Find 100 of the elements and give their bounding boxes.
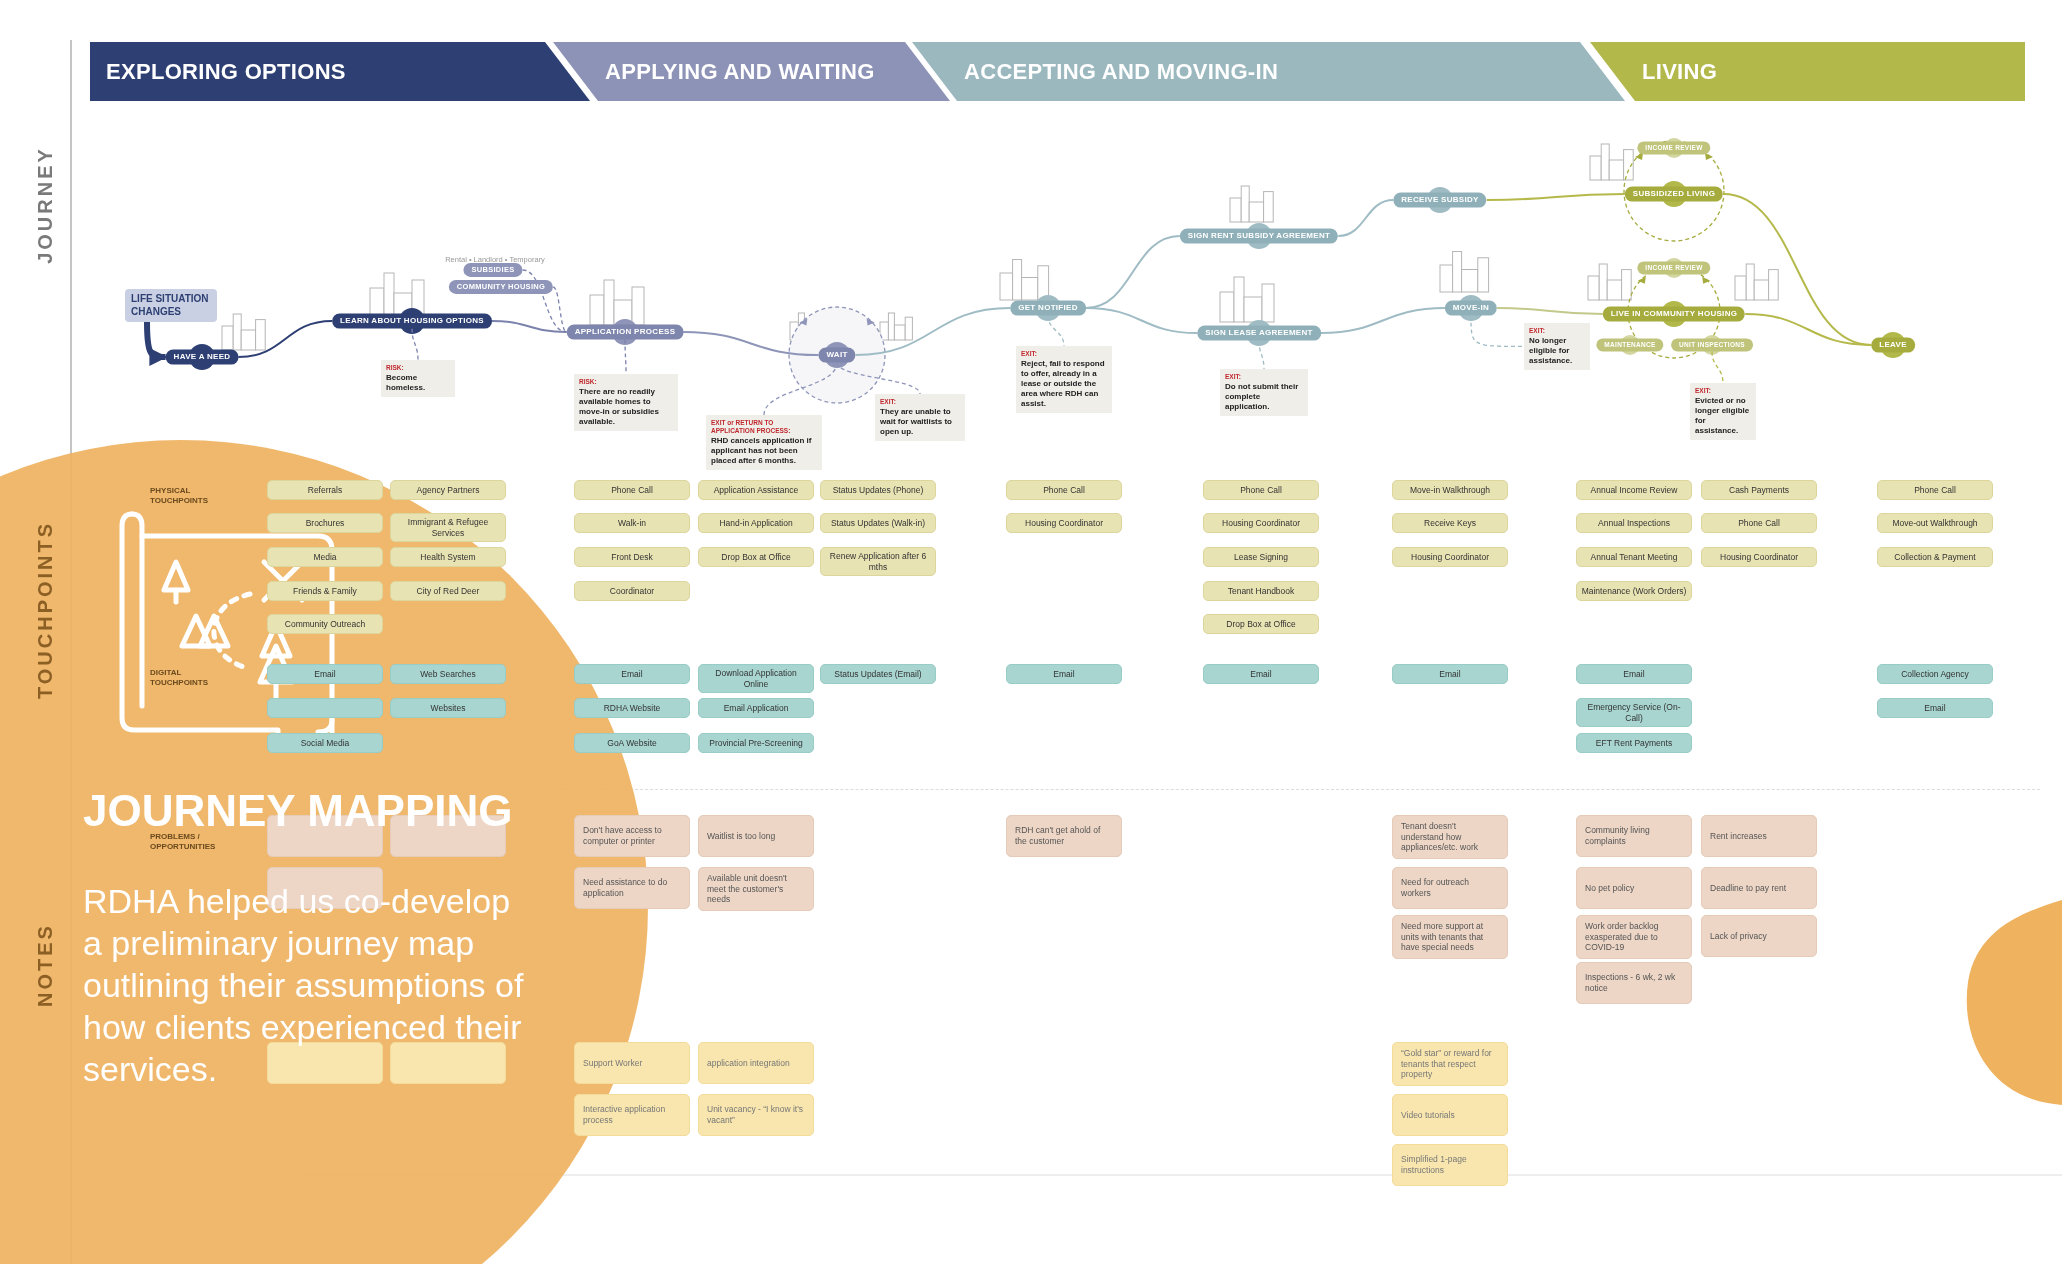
note-text: Evicted or no longer eligible for assistance. [1695,395,1751,436]
touchpoint-card: Email [1576,664,1692,684]
touchpoint-card: Tenant Handbook [1203,581,1319,601]
note-box [706,415,822,470]
opportunity-card: application integration [698,1042,814,1084]
stage-pill: RECEIVE SUBSIDY [1393,192,1487,208]
dashed-connector [552,286,568,333]
touchpoint-card: Receive Keys [1392,513,1508,533]
touchpoint-card: Email Application [698,698,814,718]
touchpoint-card: Phone Call [1006,480,1122,500]
touchpoint-card: Housing Coordinator [1701,547,1817,567]
leader-line [1711,350,1724,384]
touchpoint-card: Emergency Service (On-Call) [1576,698,1692,728]
touchpoint-card: Lease Signing [1203,547,1319,567]
touchpoint-card: Status Updates (Email) [820,664,936,684]
touchpoint-card: Application Assistance [698,480,814,500]
touchpoint-card: Front Desk [574,547,690,567]
journey-path [1744,313,1873,346]
touchpoint-card: Community Outreach [267,614,383,634]
stage-title: ACCEPTING AND MOVING-IN [964,58,1279,85]
stage-pill: SIGN RENT SUBSIDY AGREEMENT [1179,228,1339,244]
touchpoint-card: Housing Coordinator [1392,547,1508,567]
touchpoint-card: EFT Rent Payments [1576,733,1692,753]
opportunity-card: Simplified 1-page instructions [1392,1144,1508,1186]
touchpoint-card: Move-in Walkthrough [1392,480,1508,500]
opportunity-card: Unit vacancy - “I know it's vacant” [698,1094,814,1136]
journey-path [490,320,568,333]
leader-line [411,327,419,361]
touchpoint-card: Maintenance (Work Orders) [1576,581,1692,601]
note-text: Reject, fail to respond to offer, already in a lease or outside the area where RDH can assist. [1021,358,1106,409]
touchpoint-card: Brochures [267,513,383,533]
touchpoint-card: Move-out Walkthrough [1877,513,1993,533]
stage-title: LIVING [1642,58,1718,85]
problem-card: Need assistance to do application [574,867,690,909]
problem-card: Community living complaints [1576,815,1692,857]
touchpoint-card: Web Searches [390,664,506,684]
note-box [1016,346,1112,413]
journey-path [1084,307,1199,334]
stage-pill: SUBSIDIZED LIVING [1624,186,1724,202]
problem-card: Rent increases [1701,815,1817,857]
opportunity-card: “Gold star” or reward for tenants that respect property [1392,1042,1508,1086]
problem-card: Waitlist is too long [698,815,814,857]
touchpoint-card: Walk-in [574,513,690,533]
touchpoint-card: Collection Agency [1877,664,1993,684]
touchpoint-card: Download Application Online [698,664,814,694]
stage-banner [1590,42,2025,101]
stage-pill: APPLICATION PROCESS [566,324,684,340]
problem-card: Need for outreach workers [1392,867,1508,909]
stage-pill: LEARN ABOUT HOUSING OPTIONS [332,313,492,329]
note-text: Do not submit their complete application. [1225,381,1300,412]
problem-card: Available unit doesn't meet the customer's needs [698,867,814,911]
problem-card: Work order backlog exasperated due to COVID-19 [1576,915,1692,959]
touchpoint-card: Annual Income Review [1576,480,1692,500]
touchpoint-card: Referrals [267,480,383,500]
opportunity-card: Support Worker [574,1042,690,1084]
touchpoint-card: Annual Tenant Meeting [1576,547,1692,567]
touchpoint-card: Social Media [267,733,383,753]
touchpoint-card: Phone Call [1203,480,1319,500]
note-text: No longer eligible for assistance. [1529,335,1574,366]
stage-pill: HAVE A NEED [165,349,239,365]
touchpoint-card: Hand-in Application [698,513,814,533]
touchpoint-card: Email [1392,664,1508,684]
journey-path [1485,193,1626,201]
opportunity-card: Video tutorials [1392,1094,1508,1136]
touchpoint-card: Email [1006,664,1122,684]
note-text: They are unable to wait for waitlists to open up. [880,406,953,437]
row-label: PHYSICAL TOUCHPOINTS [150,486,210,506]
touchpoint-card: GoA Website [574,733,690,753]
section-label: TOUCHPOINTS [33,520,57,700]
section-label: JOURNEY [33,146,57,264]
note-box [875,394,965,441]
problem-card: Tenant doesn't understand how appliances/etc. work [1392,815,1508,859]
stage-pill: MOVE-IN [1444,300,1498,316]
problem-card: Deadline to pay rent [1701,867,1817,909]
note-text: There are no readily available homes to move-in or subsidies available. [579,386,661,427]
problem-card: No pet policy [1576,867,1692,909]
touchpoint-card: Email [1877,698,1993,718]
touchpoint-card: Health System [390,547,506,567]
stage-pill: WAIT [818,347,856,363]
touchpoint-card: Drop Box at Office [698,547,814,567]
problem-card: Lack of privacy [1701,915,1817,957]
touchpoint-card: Phone Call [574,480,690,500]
touchpoint-card: Coordinator [574,581,690,601]
touchpoint-card: Friends & Family [267,581,383,601]
touchpoint-card: Drop Box at Office [1203,614,1319,634]
opportunity-card: Interactive application process [574,1094,690,1136]
section-label: NOTES [33,923,57,1007]
journey-path [854,307,1012,356]
touchpoint-card: Provincial Pre-Screening [698,733,814,753]
touchpoint-card: Status Updates (Walk-in) [820,513,936,533]
journey-path [1319,307,1446,334]
journey-path [237,320,334,358]
touchpoint-card: Status Updates (Phone) [820,480,936,500]
dashed-connector [521,269,568,333]
stage-pill: LIVE IN COMMUNITY HOUSING [1602,306,1746,322]
problem-card: Don't have access to computer or printer [574,815,690,857]
stage-title: APPLYING AND WAITING [605,58,875,85]
note-box [1220,369,1308,416]
touchpoint-card: City of Red Deer [390,581,506,601]
touchpoint-card: Annual Inspections [1576,513,1692,533]
